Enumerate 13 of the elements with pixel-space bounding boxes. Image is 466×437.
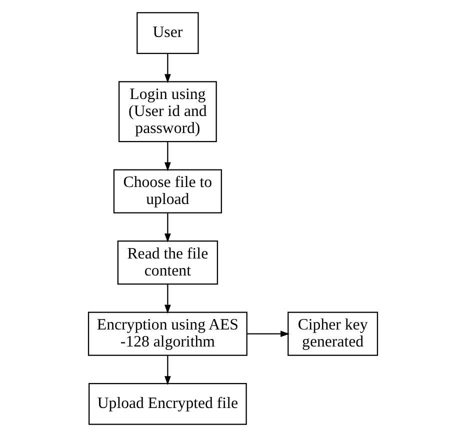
arrow	[247, 330, 290, 338]
node-box: Cipher key generated	[288, 312, 378, 356]
node-box: Read the file content	[117, 240, 218, 285]
arrow	[164, 142, 171, 172]
node-box: Login using (User id and password)	[118, 81, 217, 142]
node-box: Choose file to upload	[113, 169, 222, 214]
arrow	[164, 213, 171, 242]
arrow	[164, 284, 171, 314]
node-box: User	[136, 12, 199, 54]
arrow	[164, 53, 171, 84]
arrow	[164, 355, 171, 386]
node-box: Encryption using AES -128 algorithm	[88, 312, 248, 356]
node-box: Upload Encrypted file	[88, 383, 247, 425]
